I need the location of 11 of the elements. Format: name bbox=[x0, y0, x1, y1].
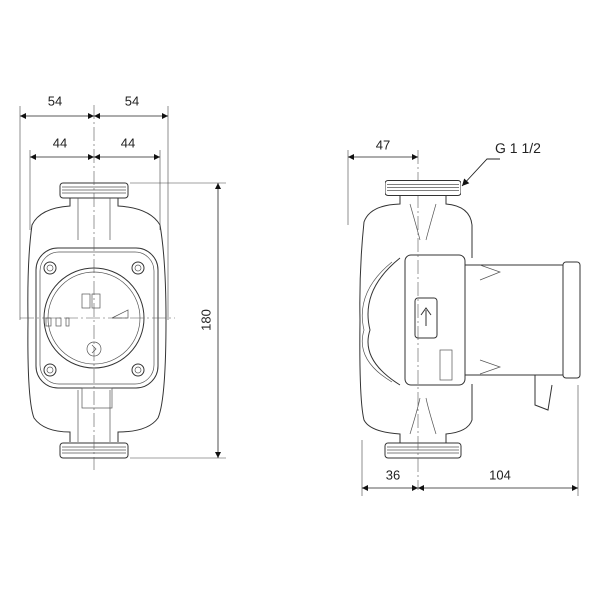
dimension-value: 54 bbox=[48, 94, 62, 108]
thread-label: G 1 1/2 bbox=[495, 140, 541, 156]
dimension-value: 47 bbox=[376, 138, 390, 152]
dimension-value: 44 bbox=[52, 136, 68, 150]
dimension-value: 104 bbox=[489, 468, 511, 482]
leader-line bbox=[462, 158, 500, 186]
dimension-value: 44 bbox=[120, 136, 136, 150]
dimension-value: 54 bbox=[124, 94, 140, 108]
pipe-thread bbox=[385, 180, 461, 197]
dimension-value: 36 bbox=[386, 468, 400, 482]
dimension-value: 180 bbox=[200, 309, 212, 331]
